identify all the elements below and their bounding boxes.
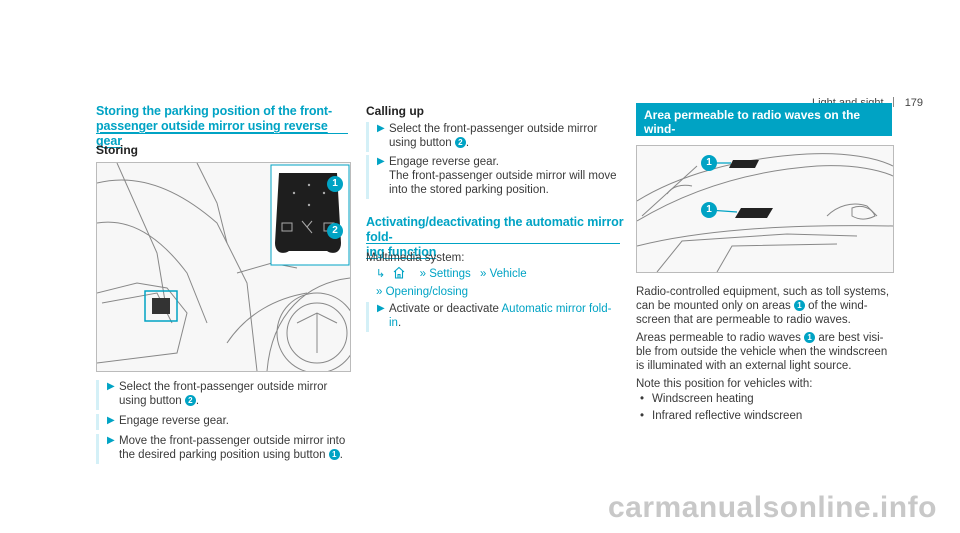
mirror-control-figure: 1 2: [96, 162, 351, 372]
figure-callout-2: 2: [327, 223, 343, 239]
windscreen-figure: 1 1: [636, 145, 894, 273]
windscreen-illustration: [637, 146, 893, 272]
interior-illustration: [97, 163, 350, 371]
watermark: carmanualsonline.info: [608, 491, 937, 524]
left-step-3: ▶ Move the front-passenger outside mirro…: [96, 434, 345, 464]
step-arrow-icon: ▶: [107, 381, 115, 392]
calling-up-heading: Calling up: [366, 104, 424, 118]
menu-settings[interactable]: Settings: [429, 268, 471, 280]
bullet-item: •Windscreen heating: [640, 393, 754, 405]
menu-vehicle[interactable]: Vehicle: [489, 268, 527, 280]
radio-paragraph-1: Radio-controlled equipment, such as toll…: [636, 286, 890, 326]
menu-path: ↳ » Settings » Vehicle » Opening/closing: [376, 266, 527, 298]
multimedia-label: Multimedia system:: [366, 252, 465, 264]
ref-area-1: 1: [793, 300, 805, 311]
step-arrow-icon: ▶: [377, 156, 385, 167]
calling-step-1: ▶ Select the front-passenger outside mir…: [366, 122, 597, 152]
ref-button-2: 2: [184, 395, 196, 406]
radio-paragraph-3: Note this position for vehicles with:: [636, 378, 813, 390]
menu-opening-closing[interactable]: Opening/closing: [385, 286, 469, 298]
figure-callout-1a: 1: [701, 155, 717, 171]
ref-button-1: 1: [328, 449, 340, 460]
automatic-mirror-fold-in-link-cont[interactable]: in: [389, 317, 398, 329]
step-arrow-icon: ▶: [107, 415, 115, 426]
auto-fold-title: Activating/deactivating the automatic mi…: [366, 215, 624, 259]
auto-fold-rule: [366, 243, 620, 244]
automatic-mirror-fold-in-link[interactable]: Automatic mirror fold-: [501, 303, 612, 315]
figure-callout-1b: 1: [701, 202, 717, 218]
ref-area-1: 1: [804, 332, 816, 343]
radio-area-banner: Area permeable to radio waves on the win…: [636, 103, 892, 150]
figure-callout-1: 1: [327, 176, 343, 192]
left-section-title: Storing the parking position of the fron…: [96, 104, 333, 148]
left-step-2: ▶ Engage reverse gear.: [96, 414, 229, 430]
step-arrow-icon: ▶: [377, 123, 385, 134]
storing-subheading: Storing: [96, 143, 138, 157]
radio-paragraph-2: Areas permeable to radio waves 1 are bes…: [636, 332, 888, 372]
calling-step-2: ▶ Engage reverse gear. The front-passeng…: [366, 155, 617, 199]
home-icon[interactable]: [392, 266, 406, 283]
left-title-rule: [96, 133, 348, 134]
left-step-1: ▶ Select the front-passenger outside mir…: [96, 380, 327, 410]
activate-step: ▶ Activate or deactivate Automatic mirro…: [366, 302, 611, 332]
ref-button-2: 2: [454, 137, 466, 148]
page-number: 179: [904, 97, 924, 109]
bullet-item: •Infrared reflective windscreen: [640, 410, 803, 422]
step-arrow-icon: ▶: [377, 303, 385, 314]
step-arrow-icon: ▶: [107, 435, 115, 446]
